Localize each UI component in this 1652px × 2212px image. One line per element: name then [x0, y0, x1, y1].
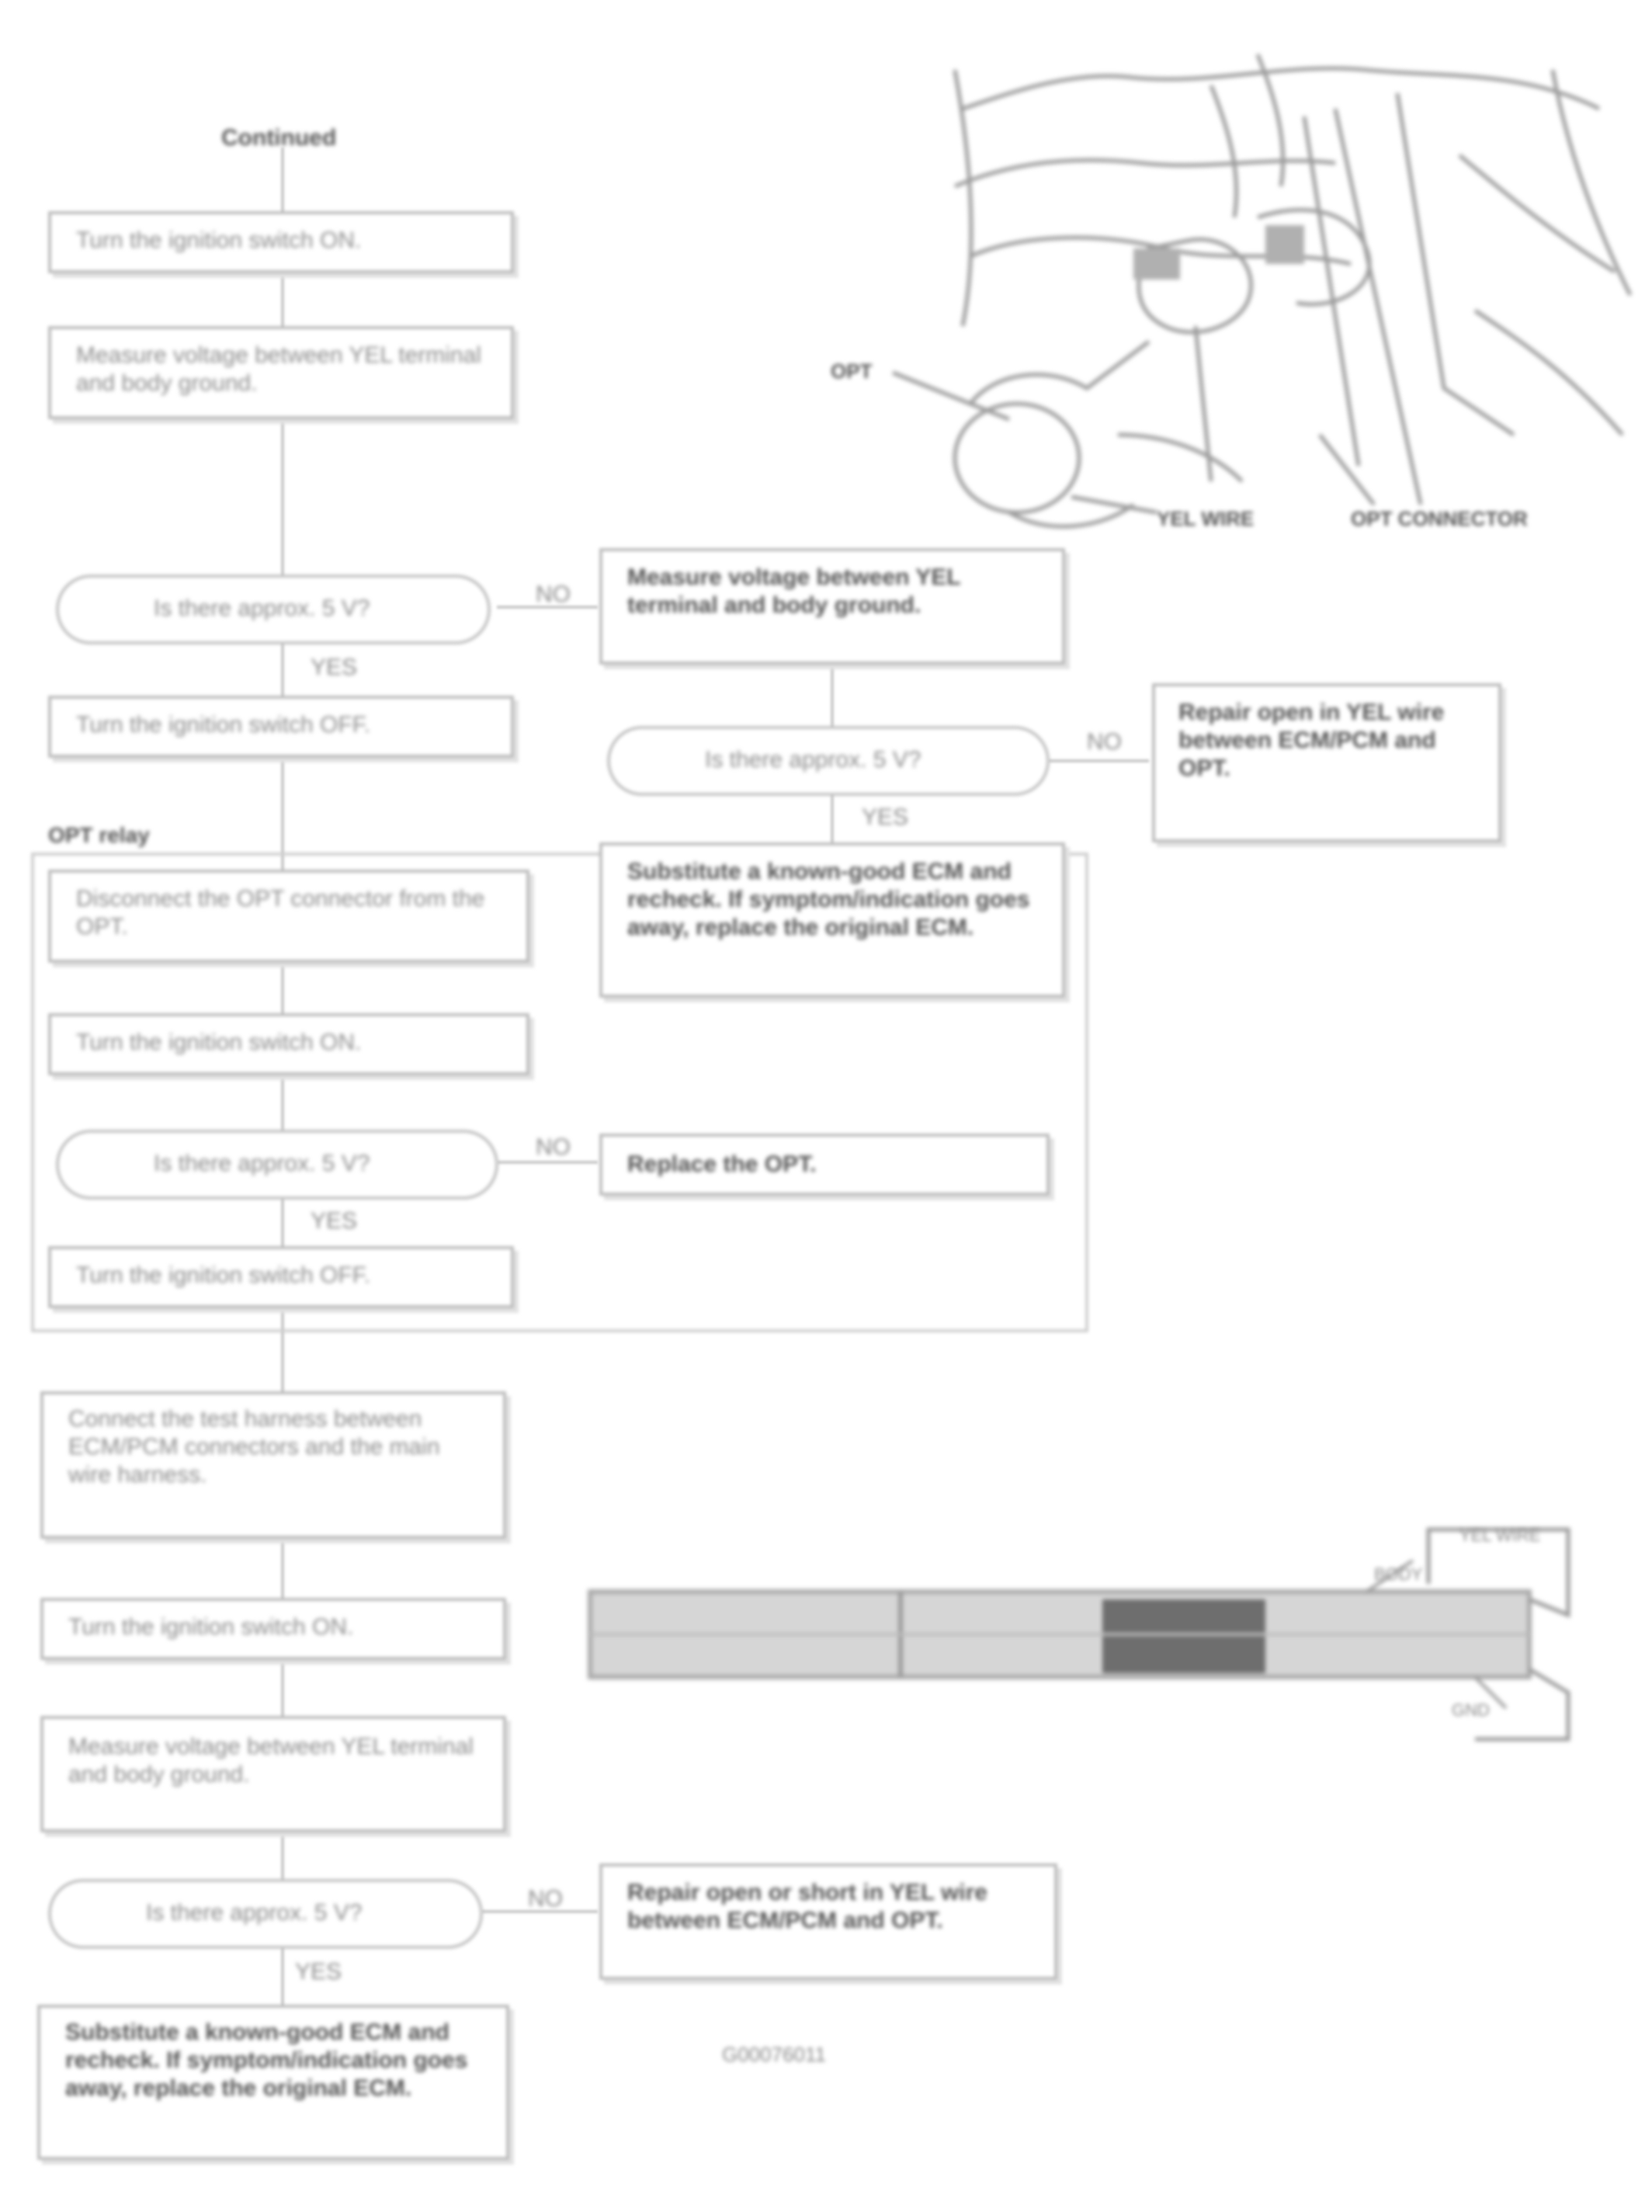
replace-opt-text: Replace the OPT.	[627, 1151, 817, 1177]
step-measure-voltage	[48, 326, 514, 419]
decision-voltage-1	[56, 575, 491, 644]
illustration-label-opt-connector: OPT CONNECTOR	[1351, 507, 1528, 530]
step-turn-ignition-on-2	[48, 1013, 529, 1075]
step-disconnect-opt	[48, 870, 529, 963]
no-connector	[481, 1910, 598, 1913]
right-measure-voltage-text: Measure voltage between YEL terminal and…	[627, 564, 961, 618]
yes-label: YES	[862, 804, 909, 830]
right-decision	[607, 726, 1050, 796]
step-turn-ignition-off	[48, 696, 514, 758]
step-measure-voltage-3	[40, 1716, 506, 1832]
decision-voltage-3-text: Is there approx. 5 V?	[146, 1900, 363, 1926]
repair-open-yel-wire-text: Repair open in YEL wire between ECM/PCM …	[1178, 700, 1445, 781]
replace-opt	[599, 1134, 1050, 1196]
step-connect-test-harness	[40, 1391, 506, 1539]
group-title: OPT relay	[48, 823, 150, 847]
decision-voltage-2-text: Is there approx. 5 V?	[154, 1151, 370, 1176]
figure-code: G00076011	[722, 2043, 826, 2066]
no-label: NO	[536, 582, 571, 607]
repair-open-or-short	[599, 1863, 1057, 1980]
connector-label-gnd: GND	[1452, 1700, 1490, 1720]
yes-label: YES	[295, 1959, 342, 1985]
right-decision-text: Is there approx. 5 V?	[705, 747, 921, 773]
no-connector	[1048, 759, 1149, 762]
final-substitute-ecm-text: Substitute a known-good ECM and recheck.…	[65, 2019, 468, 2101]
decision-voltage-2	[56, 1130, 498, 1200]
step-turn-ignition-off-2	[48, 1246, 514, 1308]
illustration-label-opt: OPT	[831, 359, 873, 383]
connector-label-body: BODY	[1374, 1564, 1423, 1584]
step-turn-ignition-off-text: Turn the ignition switch OFF.	[76, 712, 371, 738]
decision-voltage-1-text: Is there approx. 5 V?	[154, 596, 370, 621]
right-substitute-ecm	[599, 842, 1065, 998]
decision-voltage-3	[48, 1879, 483, 1949]
connector-label-yel-wire: YEL WIRE	[1459, 1526, 1541, 1545]
step-measure-voltage-text: Measure voltage between YEL terminal and…	[76, 342, 481, 396]
step-turn-ignition-off-2-text: Turn the ignition switch OFF.	[76, 1262, 371, 1288]
right-substitute-ecm-text: Substitute a known-good ECM and recheck.…	[627, 859, 1030, 940]
opt-test-group	[31, 853, 1088, 1332]
step-turn-ignition-on-3-text: Turn the ignition switch ON.	[68, 1614, 354, 1640]
no-label: NO	[1087, 729, 1122, 755]
yes-label: YES	[311, 1208, 358, 1234]
step-turn-ignition-on-3	[40, 1598, 506, 1660]
yes-label: YES	[311, 655, 358, 680]
continued-label: Continued	[221, 125, 337, 151]
no-connector	[497, 606, 598, 609]
repair-open-yel-wire	[1152, 683, 1501, 842]
step-connect-test-harness-text: Connect the test harness between ECM/PCM…	[68, 1406, 440, 1488]
illustration-label-yel-wire: YEL WIRE	[1157, 507, 1255, 530]
repair-open-or-short-text: Repair open or short in YEL wire between…	[627, 1880, 987, 1933]
step-turn-ignition-on-2-text: Turn the ignition switch ON.	[76, 1030, 362, 1055]
no-label: NO	[528, 1886, 563, 1912]
step-measure-voltage-3-text: Measure voltage between YEL terminal and…	[68, 1734, 474, 1787]
no-label: NO	[536, 1134, 571, 1160]
step-turn-ignition-on	[48, 211, 514, 273]
no-connector	[497, 1161, 598, 1164]
final-substitute-ecm	[37, 2005, 509, 2160]
right-measure-voltage	[599, 548, 1065, 665]
step-turn-ignition-on-text: Turn the ignition switch ON.	[76, 227, 362, 253]
step-disconnect-opt-text: Disconnect the OPT connector from the OP…	[76, 886, 485, 939]
